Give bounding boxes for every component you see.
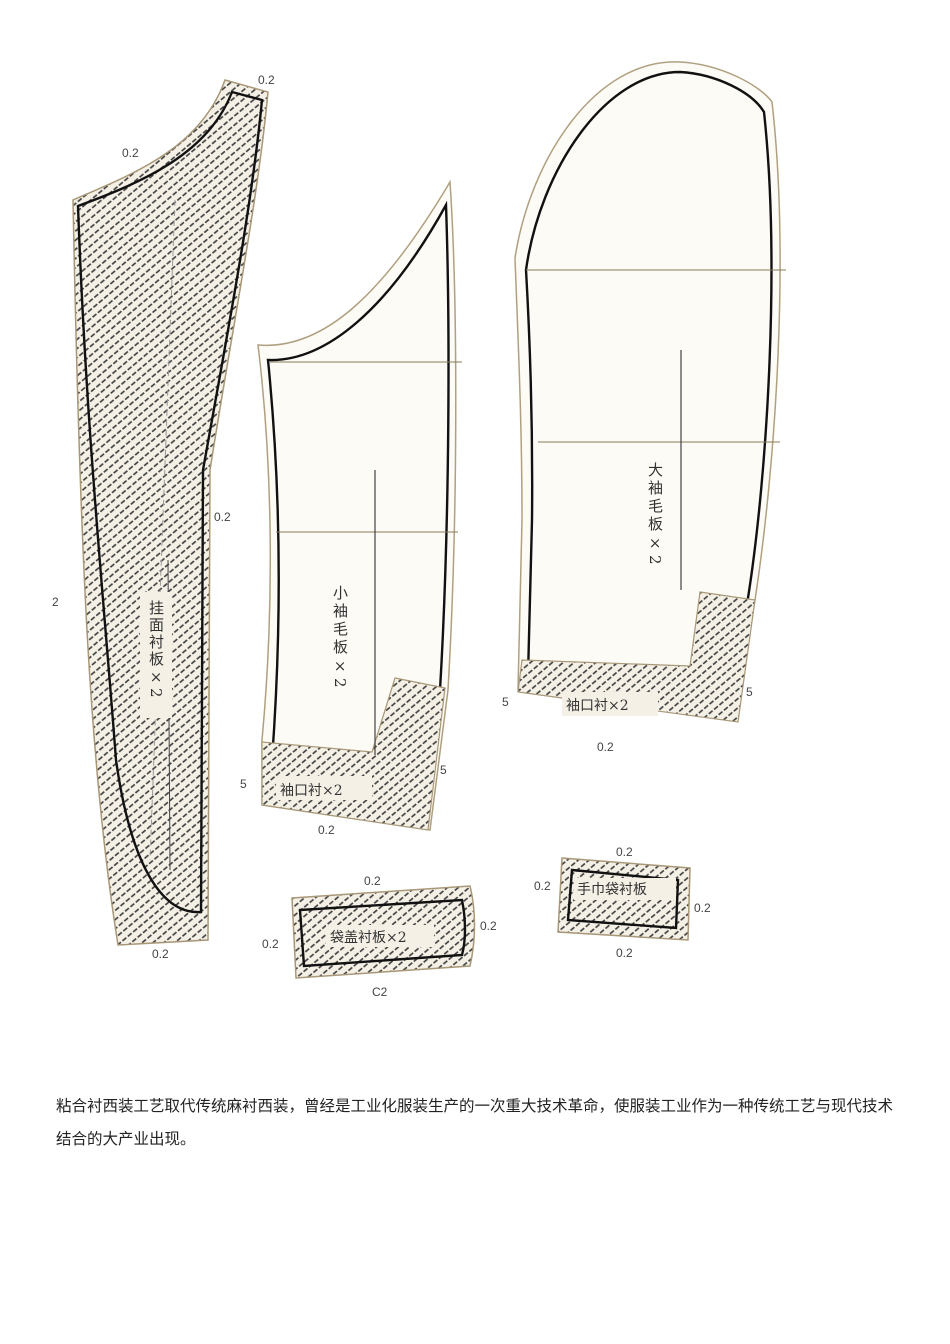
dim-welt-top: 0.2 — [616, 845, 633, 859]
flap-interlining-piece: 袋盖衬板×2 — [291, 885, 476, 979]
dim-facing-edge: 2 — [52, 595, 59, 609]
dim-welt-left: 0.2 — [534, 879, 551, 893]
dim-under-cuff-right: 5 — [440, 763, 447, 777]
under-sleeve-label: 小袖毛板×2 — [331, 585, 349, 691]
welt-interlining-piece: 手巾袋衬板 — [557, 857, 691, 941]
dim-welt-bottom: 0.2 — [616, 946, 633, 960]
under-sleeve-piece: 小袖毛板×2 袖口衬×2 — [257, 179, 462, 831]
pattern-diagram: 挂面衬板×2 小袖毛板×2 袖口衬×2 大袖毛板×2 袖口衬×2 袋盖衬板×2 — [52, 61, 786, 999]
under-sleeve-cuff-label: 袖口衬×2 — [280, 783, 343, 799]
dim-top-cuff-left: 5 — [502, 695, 509, 709]
dim-facing-side: 0.2 — [214, 510, 231, 524]
dim-flap-top: 0.2 — [364, 874, 381, 888]
top-sleeve-label: 大袖毛板×2 — [646, 462, 664, 568]
dim-facing-bottom: 0.2 — [152, 947, 169, 961]
dim-flap-right: 0.2 — [480, 919, 497, 933]
dim-under-cuff-left: 5 — [240, 777, 247, 791]
flap-label: 袋盖衬板×2 — [330, 930, 407, 946]
dim-facing-top: 0.2 — [258, 73, 275, 87]
dim-facing-shoulder: 0.2 — [122, 146, 139, 160]
top-sleeve-piece: 大袖毛板×2 袖口衬×2 — [514, 61, 786, 723]
facing-label: 挂面衬板×2 — [147, 600, 165, 700]
facing-interlining-piece: 挂面衬板×2 — [72, 79, 269, 946]
facing-label-bg — [140, 592, 172, 718]
dim-welt-right: 0.2 — [694, 901, 711, 915]
caption-paragraph: 粘合衬西装工艺取代传统麻衬西装，曾经是工业化服装生产的一次重大技术革命，使服装工… — [56, 1096, 894, 1148]
dim-flap-bottom: C2 — [372, 985, 388, 999]
dim-top-cuff-bottom: 0.2 — [597, 740, 614, 754]
dim-flap-left: 0.2 — [262, 937, 279, 951]
dim-top-cuff-right: 5 — [746, 685, 753, 699]
welt-label: 手巾袋衬板 — [577, 882, 647, 898]
top-sleeve-cuff-label: 袖口衬×2 — [566, 698, 629, 714]
dim-under-cuff-bottom: 0.2 — [318, 823, 335, 837]
